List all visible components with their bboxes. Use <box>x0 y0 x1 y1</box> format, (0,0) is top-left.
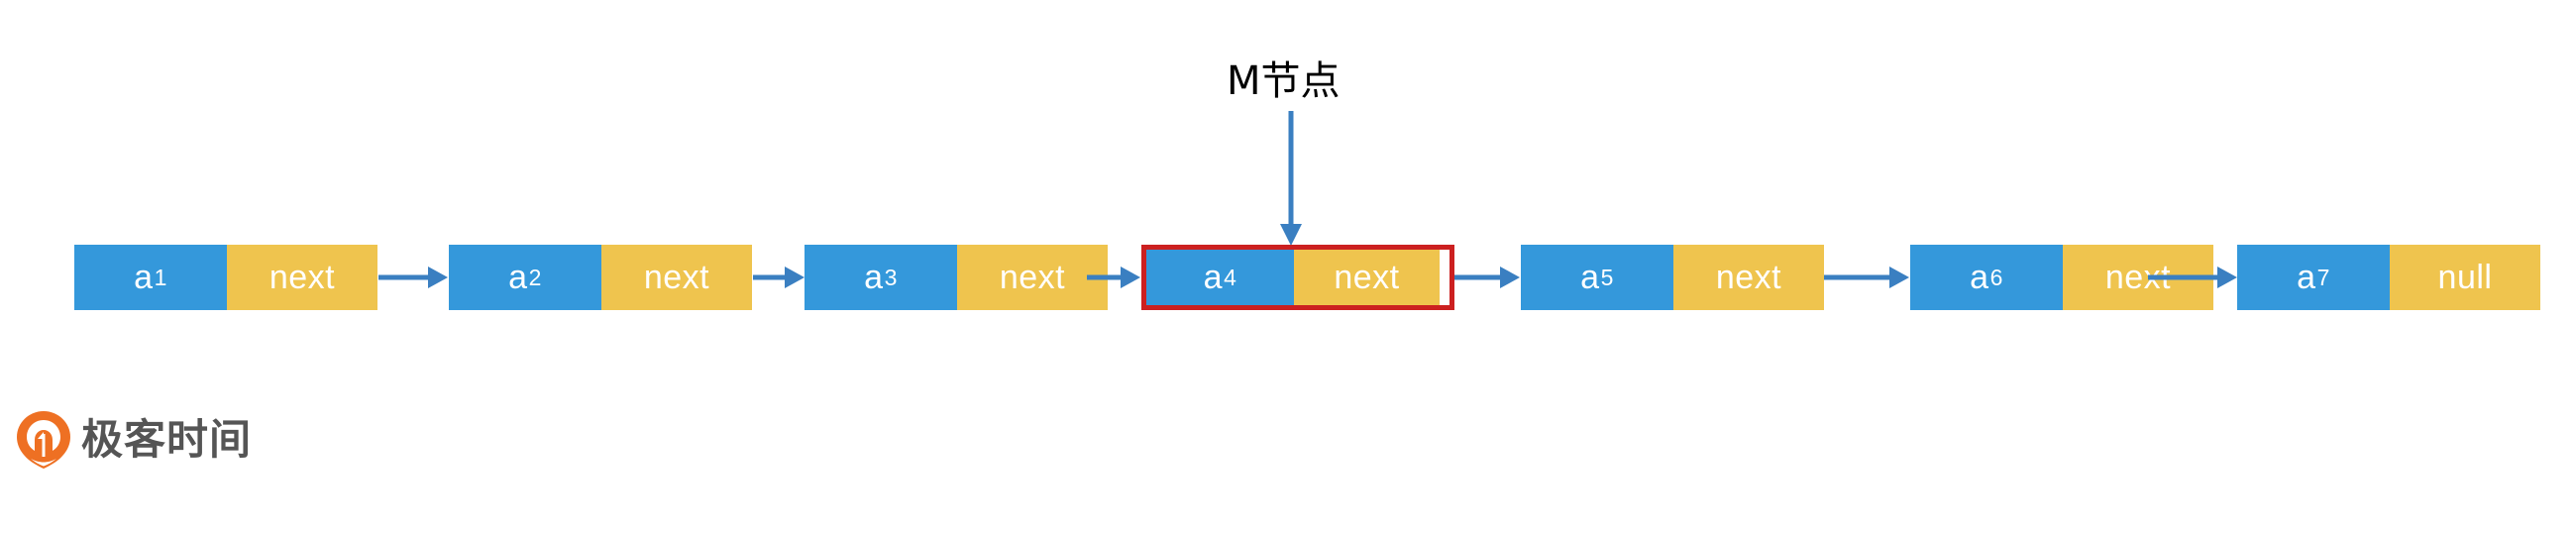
node-value-text: a <box>1970 259 1989 296</box>
node-next-cell: next <box>1673 245 1824 310</box>
node-next-cell: next <box>601 245 752 310</box>
arrow-down-icon <box>1280 111 1302 246</box>
brand-watermark: 极客时间 <box>16 408 252 472</box>
arrow-right-icon <box>378 267 448 288</box>
node-value-subscript: 1 <box>154 264 167 290</box>
geektime-pin-logo-icon <box>17 411 70 469</box>
arrow-right-icon <box>753 267 805 288</box>
arrow-right-icon <box>1824 267 1909 288</box>
node-value-text: a <box>864 259 884 296</box>
arrow-right-icon <box>2148 267 2237 288</box>
brand-name-text: 极客时间 <box>81 415 253 464</box>
m-node-annotation-label: M节点 <box>1227 58 1341 104</box>
node-value-subscript: 4 <box>1224 264 1237 290</box>
arrow-right-icon <box>1454 267 1520 288</box>
node-value-subscript: 7 <box>2316 264 2330 290</box>
node-value-text: a <box>1580 259 1600 296</box>
node-next-cell: next <box>957 245 1108 310</box>
node-value-subscript: 6 <box>1989 264 2003 290</box>
arrow-right-icon <box>1087 267 1140 288</box>
node-value-text: a <box>1203 259 1224 296</box>
node-next-cell: next <box>227 245 377 310</box>
node-value-subscript: 2 <box>528 264 542 290</box>
node-value-subscript: 3 <box>884 264 898 290</box>
node-next-cell: next <box>1294 250 1440 305</box>
node-value-text: a <box>2297 259 2316 296</box>
node-value-text: a <box>134 259 154 296</box>
node-value-text: a <box>508 259 528 296</box>
node-value-subscript: 5 <box>1600 264 1614 290</box>
node-next-cell: null <box>2390 245 2540 310</box>
